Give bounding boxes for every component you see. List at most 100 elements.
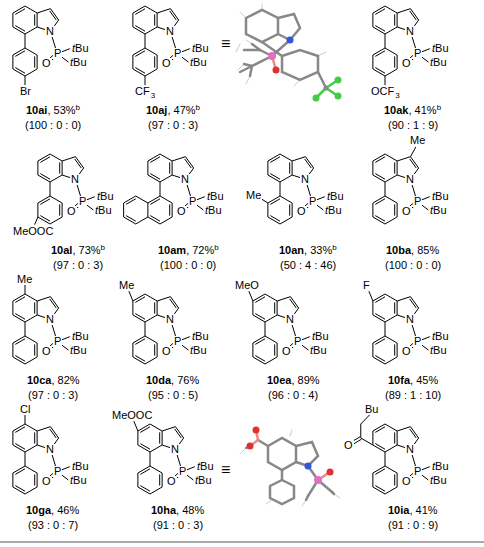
label-group: P xyxy=(173,48,182,59)
bond-line xyxy=(252,301,253,315)
bond-line xyxy=(15,486,25,492)
atom-label: O xyxy=(161,346,172,357)
bond-line xyxy=(157,301,158,315)
bond-line xyxy=(34,14,35,25)
bond-line xyxy=(292,161,293,175)
compound-number: 10aj xyxy=(146,105,167,116)
crystal-atom xyxy=(273,67,280,74)
bond-line xyxy=(385,487,397,494)
bond-line xyxy=(25,69,37,76)
compound-number: 10ca xyxy=(27,375,51,386)
label-group: O xyxy=(281,346,292,357)
bond-line xyxy=(37,431,38,445)
bond-line xyxy=(126,216,136,222)
bond-line xyxy=(385,196,397,203)
label-group: 10fa, 45% xyxy=(388,375,438,386)
label-group: N xyxy=(45,314,55,325)
label-group: (90 : 1 : 9) xyxy=(388,120,438,131)
label-group: tBu xyxy=(189,57,208,68)
bond-line xyxy=(375,356,385,362)
label-group: MeO xyxy=(234,280,260,291)
atom-label: tBu xyxy=(194,475,213,486)
atom-label: P xyxy=(413,48,422,59)
crystal-bond xyxy=(281,470,284,480)
bond-line xyxy=(375,486,385,492)
bond-line xyxy=(169,162,170,173)
bond-line xyxy=(135,356,145,362)
bond-line xyxy=(394,162,395,173)
bond-line xyxy=(385,452,386,466)
crystal-atom xyxy=(335,93,342,100)
bond-line xyxy=(280,217,292,224)
bond-line xyxy=(385,48,397,55)
bond-line xyxy=(372,203,373,217)
bond-line xyxy=(265,315,277,322)
label-group: tBu xyxy=(194,475,213,486)
yield: , 48% xyxy=(176,505,204,516)
stick-group xyxy=(246,438,334,504)
bond-line xyxy=(145,27,157,34)
isomer-ratio: (97 : 0 : 3) xyxy=(148,120,198,131)
bond-line xyxy=(15,297,25,303)
label-group: (93 : 0 : 7) xyxy=(28,520,78,531)
bond-line xyxy=(397,301,398,315)
label-group: MeOOC xyxy=(111,410,153,421)
label-group: 10ba, 85% xyxy=(386,245,439,256)
bond-line xyxy=(62,157,75,161)
yield: , 89% xyxy=(291,375,319,386)
label-group: P xyxy=(308,196,317,207)
bond-line xyxy=(25,322,26,336)
atom-label: tBu xyxy=(431,461,450,472)
label-group: tBu xyxy=(191,43,210,54)
bond-line xyxy=(375,68,385,74)
bond-line xyxy=(75,159,82,168)
label-group: O xyxy=(161,346,172,357)
bond-line xyxy=(135,26,145,32)
bond-line xyxy=(280,182,281,196)
bond-line xyxy=(385,6,397,13)
bond-line xyxy=(385,34,386,48)
bond-line xyxy=(385,76,386,85)
label-group: OCF3 xyxy=(370,86,400,97)
label-group: ≡ xyxy=(221,36,230,52)
bond-line xyxy=(25,336,37,343)
atom-label: tBu xyxy=(69,475,88,486)
yield: , 45% xyxy=(410,375,438,386)
yield: , 33% xyxy=(304,245,332,256)
label-group: tBu xyxy=(71,43,90,54)
crystal-bond xyxy=(278,14,300,40)
bond-line xyxy=(170,299,177,308)
bond-line xyxy=(15,26,25,32)
atom-label: O xyxy=(343,440,354,451)
label-group: N xyxy=(285,314,295,325)
bond-line xyxy=(37,301,38,315)
label-group: 10ak, 41%b xyxy=(384,105,441,116)
crystal-bond xyxy=(290,430,292,436)
bond-line xyxy=(50,196,62,203)
bond-line xyxy=(385,322,386,336)
label-group: tBu xyxy=(204,205,223,216)
bond-line xyxy=(15,427,25,433)
bond-line xyxy=(175,427,183,438)
atom-label: tBu xyxy=(431,331,450,342)
bond-line xyxy=(385,217,397,224)
bond-line xyxy=(25,48,37,55)
bond-line xyxy=(372,301,373,315)
atom-label: tBu xyxy=(96,191,115,202)
bond-line xyxy=(274,302,275,313)
footnote-mark: b xyxy=(214,244,218,252)
bond-line xyxy=(37,427,50,431)
bond-line xyxy=(25,27,37,34)
crystal-bond xyxy=(246,76,250,84)
bond-line xyxy=(397,473,398,487)
bond-line xyxy=(50,297,58,308)
bond-line xyxy=(394,432,395,443)
compound-number: 10ea xyxy=(267,375,291,386)
bond-line xyxy=(175,429,182,438)
bond-line xyxy=(397,431,398,445)
atom-label: O xyxy=(401,476,412,487)
bond-line xyxy=(15,51,25,57)
bond-line xyxy=(35,217,38,225)
atom-label: O xyxy=(176,206,187,217)
atom-label: tBu xyxy=(326,191,345,202)
